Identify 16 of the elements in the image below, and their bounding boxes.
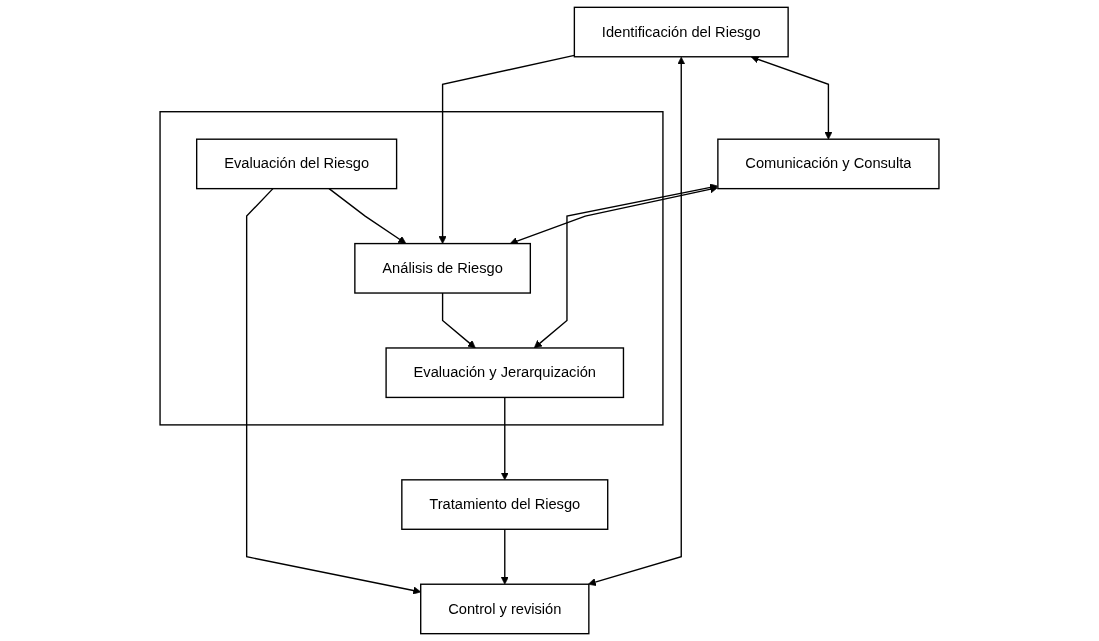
arrow (328, 187, 407, 244)
node-box: Tratamiento del Riesgo (401, 479, 609, 530)
arrow (500, 528, 509, 585)
node-box: Evaluación y Jerarquización (385, 347, 625, 399)
node-box: Control y revisión (420, 583, 590, 635)
cluster (159, 111, 664, 426)
node-box: Evaluación del Riesgo (196, 138, 398, 190)
arrow (509, 185, 718, 245)
node-box: Identificación del Riesgo (573, 6, 789, 58)
arrow (533, 183, 718, 349)
arrow (500, 396, 509, 481)
node-box: Comunicación y Consulta (717, 138, 940, 190)
arrow (441, 292, 476, 349)
arrow (750, 55, 833, 140)
arrow (588, 56, 686, 587)
node-box: Análisis de Riesgo (354, 242, 531, 294)
